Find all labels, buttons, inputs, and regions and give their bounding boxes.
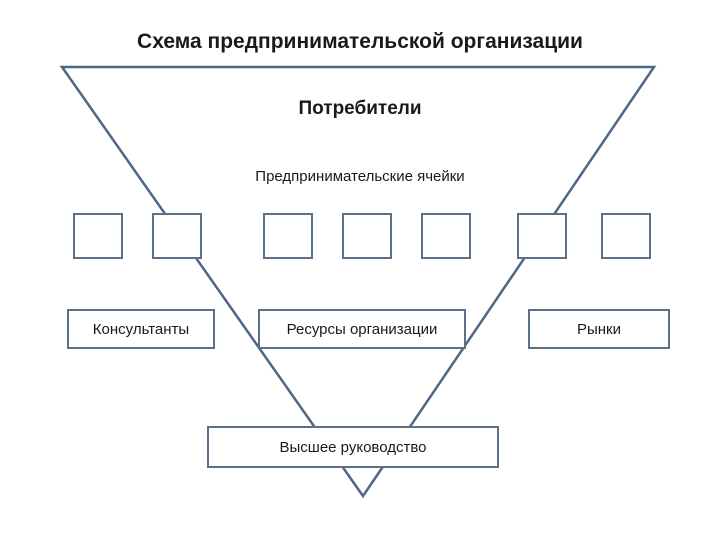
consultants-box: Консультанты	[67, 309, 215, 349]
markets-label: Рынки	[576, 320, 621, 338]
resources-box: Ресурсы организации	[258, 309, 466, 349]
entrepreneurial-cell	[342, 213, 392, 259]
top-management-label: Высшее руководство	[279, 438, 427, 456]
consumers-label: Потребители	[298, 98, 422, 119]
resources-label: Ресурсы организации	[286, 320, 438, 338]
entrepreneurial-cell	[152, 213, 202, 259]
entrepreneurial-cell	[73, 213, 123, 259]
triangle-outline	[59, 65, 657, 499]
entrepreneurial-cell	[601, 213, 651, 259]
diagram-title: Схема предпринимательской организации	[137, 30, 583, 53]
entrepreneurial-cell	[421, 213, 471, 259]
entrepreneurial-cell	[263, 213, 313, 259]
entrepreneurial-cell	[517, 213, 567, 259]
consultants-label: Консультанты	[92, 320, 190, 338]
top-management-box: Высшее руководство	[207, 426, 499, 468]
markets-box: Рынки	[528, 309, 670, 349]
cells-label: Предпринимательские ячейки	[255, 168, 465, 185]
